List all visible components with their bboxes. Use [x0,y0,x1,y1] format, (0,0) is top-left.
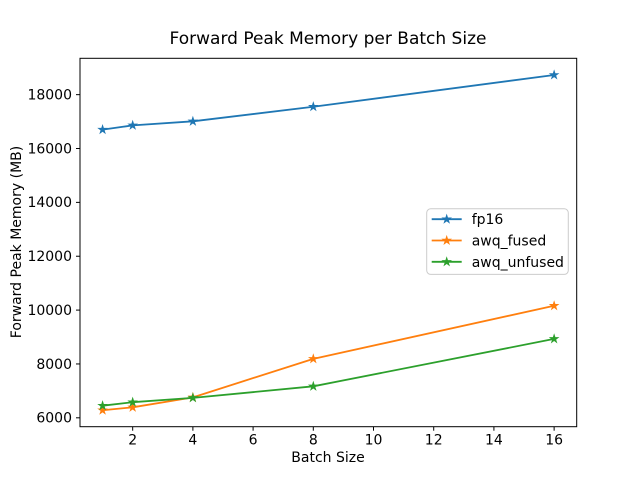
legend-label-awq_unfused: awq_unfused [472,255,564,271]
plot-frame [79,57,578,428]
series-marker-awq_unfused [187,392,199,403]
series-marker-awq_fused [127,401,139,412]
x-tick-label: 6 [249,433,258,449]
series-marker-awq_fused [548,300,560,311]
x-tick-label: 12 [425,433,443,449]
x-tick-label: 16 [545,433,563,449]
series-line-awq_unfused [102,338,555,407]
series-marker-awq_unfused [127,396,139,407]
series-marker-fp16 [97,124,108,135]
series-marker-awq_unfused [307,380,319,391]
x-tick-label: 14 [485,433,503,449]
y-tick-label: 8000 [36,357,72,373]
y-tick-label: 14000 [27,195,72,211]
series-marker-awq_fused [307,353,319,364]
series-marker-fp16 [127,119,139,130]
legend-label-awq_fused: awq_fused [472,234,547,250]
y-tick-label: 6000 [36,411,72,427]
series-marker-fp16 [187,115,199,126]
legend-label-fp16: fp16 [472,212,504,228]
y-tick-label: 10000 [27,303,72,319]
chart-title: Forward Peak Memory per Batch Size [169,29,487,49]
series-line-awq_fused [102,304,555,412]
series-marker-fp16 [307,101,319,112]
y-tick-label: 12000 [27,249,72,265]
series-marker-awq_fused [97,404,108,415]
legend-marker-fp16 [441,213,453,224]
x-tick-label: 4 [188,433,197,449]
x-axis-label: Batch Size [291,450,365,466]
series-marker-fp16 [548,69,560,80]
legend-marker-awq_fused [441,234,453,246]
legend-box [426,208,569,275]
y-tick-label: 16000 [27,141,72,157]
series-marker-awq_unfused [97,400,108,411]
x-tick-label: 8 [309,433,318,449]
series-marker-awq_unfused [548,333,560,344]
x-tick-label: 10 [365,433,383,449]
y-tick-label: 18000 [27,87,72,103]
x-tick-label: 2 [128,433,137,449]
y-axis-label: Forward Peak Memory (MB) [9,145,25,339]
legend-marker-awq_unfused [441,256,453,267]
series-line-fp16 [102,74,555,131]
